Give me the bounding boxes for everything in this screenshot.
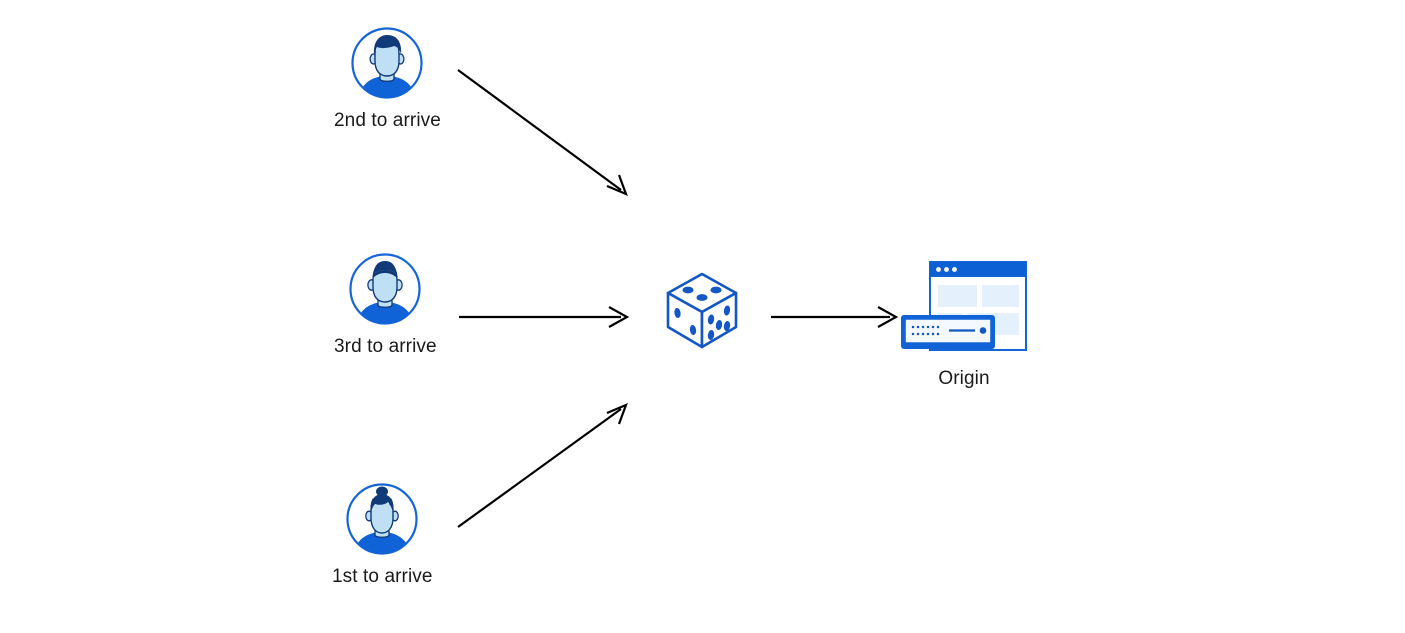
user-avatar-icon	[345, 482, 419, 556]
node-label-visitor-2nd: 2nd to arrive	[334, 110, 441, 131]
node-visitor-1st[interactable]: 1st to arrive	[332, 482, 433, 588]
server-device	[901, 315, 995, 349]
node-label-visitor-1st: 1st to arrive	[332, 566, 433, 587]
user-avatar-icon	[350, 26, 424, 100]
edge-dice-to-origin	[771, 306, 899, 328]
origin-server-icon	[899, 258, 1029, 358]
node-visitor-2nd[interactable]: 2nd to arrive	[334, 26, 441, 132]
edge-3rd-to-dice	[459, 306, 630, 328]
node-origin[interactable]: Origin	[899, 258, 1029, 390]
edge-1st-to-dice	[457, 403, 628, 528]
node-label-origin: Origin	[938, 368, 990, 389]
user-avatar-icon	[348, 252, 422, 326]
dice-icon	[657, 265, 747, 355]
node-visitor-3rd[interactable]: 3rd to arrive	[334, 252, 437, 358]
node-randomizer[interactable]	[657, 265, 747, 355]
node-label-visitor-3rd: 3rd to arrive	[334, 336, 437, 357]
edge-2nd-to-dice	[457, 69, 628, 196]
